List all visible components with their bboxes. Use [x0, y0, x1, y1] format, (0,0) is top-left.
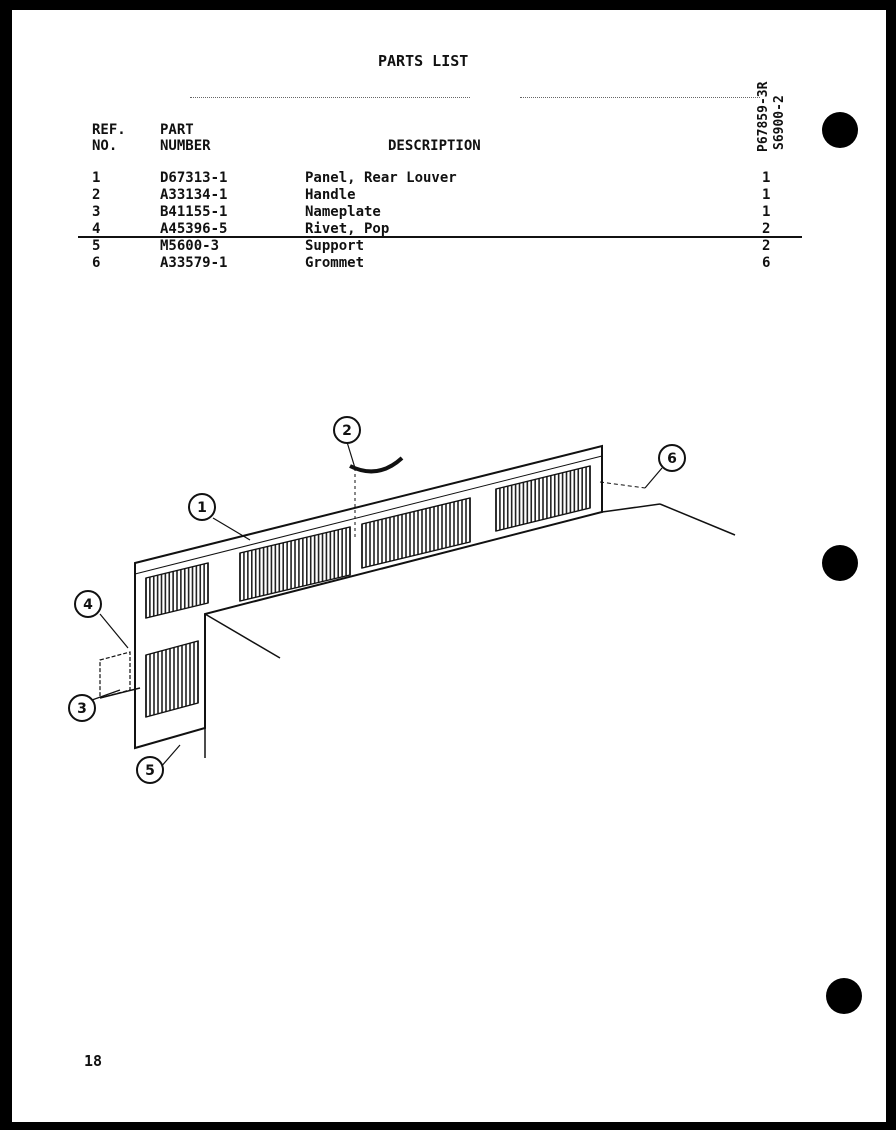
callout-4: 4 [74, 590, 102, 618]
callout-number: 5 [145, 763, 155, 779]
header-ref-no: REF. NO. [92, 122, 126, 154]
description-cell: Grommet [305, 255, 365, 271]
binder-hole-top [822, 112, 858, 148]
callout-number: 4 [83, 597, 93, 613]
description-cell: Handle [305, 187, 356, 203]
part-number-cell: A33579-1 [160, 255, 228, 271]
table-row: 3 B41155-1 Nameplate 1 [0, 204, 896, 221]
binder-hole-bottom [826, 978, 862, 1014]
table-row: 6 A33579-1 Grommet 6 [0, 255, 896, 272]
part-number-cell: D67313-1 [160, 170, 228, 186]
callout-5: 5 [136, 756, 164, 784]
part-number-cell: A33134-1 [160, 187, 228, 203]
part-number-cell: M5600-3 [160, 238, 220, 254]
header-part-number: PART NUMBER [160, 122, 211, 154]
callout-3: 3 [68, 694, 96, 722]
header-dotted-rule-right [520, 97, 760, 98]
callout-1: 1 [188, 493, 216, 521]
callout-number: 6 [667, 451, 677, 467]
header-dotted-rule [190, 97, 470, 98]
table-row: 1 D67313-1 Panel, Rear Louver 1 [0, 170, 896, 187]
ref-no-cell: 6 [92, 255, 101, 271]
ref-no-cell: 1 [92, 170, 101, 186]
quantity-cell: 1 [762, 204, 771, 220]
description-cell: Support [305, 238, 365, 254]
ref-no-cell: 5 [92, 238, 101, 254]
callout-number: 2 [342, 423, 352, 439]
part-number-cell: A45396-5 [160, 221, 228, 237]
quantity-cell: 2 [762, 221, 771, 237]
callout-6: 6 [658, 444, 686, 472]
ref-no-cell: 2 [92, 187, 101, 203]
description-cell: Rivet, Pop [305, 221, 390, 237]
callout-2: 2 [333, 416, 361, 444]
handle-part [349, 456, 404, 474]
quantity-cell: 6 [762, 255, 771, 271]
part-number-cell: B41155-1 [160, 204, 228, 220]
callout-number: 1 [197, 500, 207, 516]
ref-no-cell: 3 [92, 204, 101, 220]
louver-grilles [145, 465, 591, 718]
page-number: 18 [84, 1052, 103, 1070]
table-row: 5 M5600-3 Support 2 [0, 238, 896, 255]
table-row: 4 A45396-5 Rivet, Pop 2 [0, 221, 896, 238]
quantity-cell: 1 [762, 170, 771, 186]
table-row: 2 A33134-1 Handle 1 [0, 187, 896, 204]
description-cell: Panel, Rear Louver [305, 170, 457, 186]
callout-number: 3 [77, 701, 87, 717]
binder-hole-middle [822, 545, 858, 581]
page-title: PARTS LIST [378, 52, 469, 70]
strike-rule [78, 236, 802, 238]
quantity-cell: 1 [762, 187, 771, 203]
description-cell: Nameplate [305, 204, 381, 220]
quantity-cell: 2 [762, 238, 771, 254]
ref-no-cell: 4 [92, 221, 101, 237]
header-description: DESCRIPTION [388, 138, 481, 154]
